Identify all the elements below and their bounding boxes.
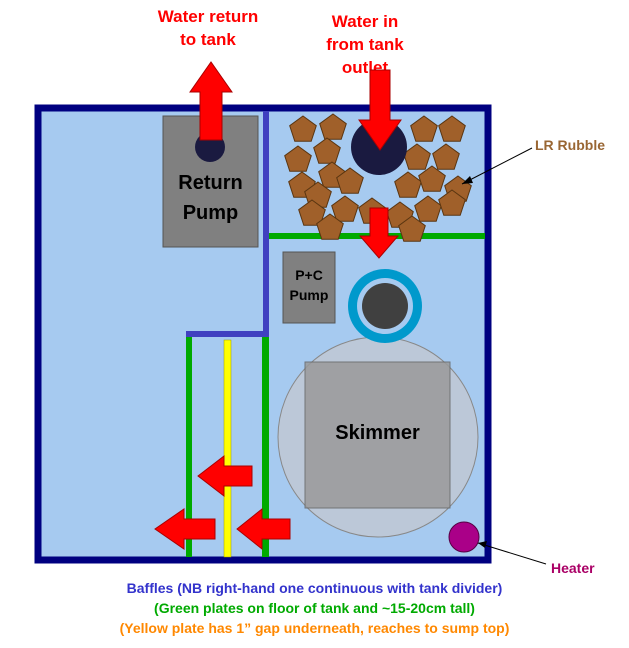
rubble-rock: [414, 195, 442, 222]
arrow-up-return: [189, 61, 233, 141]
rubble-rock: [432, 143, 460, 170]
water-return-label: Water return to tank: [157, 7, 259, 49]
caption-yellow-plate: (Yellow plate has 1” gap underneath, rea…: [119, 620, 510, 636]
skimmer-pattern: [304, 361, 451, 509]
heater: [448, 521, 480, 553]
pc-pump: [282, 251, 336, 324]
skimmer-label: Skimmer: [335, 422, 420, 444]
arrow-left-lower-left: [154, 508, 216, 550]
tank-divider-vertical: [263, 111, 269, 335]
heater-pointer-head: [478, 541, 487, 548]
rubble-rock: [289, 115, 317, 142]
rubble-rock: [319, 113, 347, 140]
skimmer-chamber: [362, 283, 408, 329]
arrow-left-upper: [197, 454, 253, 498]
rubble-rock: [438, 189, 466, 216]
heater-pointer: [477, 542, 547, 565]
pc-pump-label: P+C Pump: [289, 267, 329, 303]
lr-rubble-pointer-head: [462, 176, 473, 184]
divider-horizontal: [186, 331, 269, 337]
rubble-rock: [298, 199, 326, 226]
green-baffle-left: [186, 337, 192, 557]
lr-rubble-pointer: [461, 147, 533, 185]
rubble-rock: [418, 165, 446, 192]
arrow-down-inlet: [358, 69, 402, 151]
return-pump-label: Return Pump: [178, 172, 243, 224]
rubble-rock: [284, 145, 312, 172]
rubble-rock: [316, 213, 344, 240]
yellow-baffle: [223, 339, 232, 558]
lr-rubble-label: LR Rubble: [535, 137, 605, 153]
rubble-rock: [394, 171, 422, 198]
arrow-left-lower-right: [236, 507, 291, 551]
green-baffle-right: [262, 337, 269, 557]
rubble-rock: [313, 137, 341, 164]
rubble-rock: [410, 115, 438, 142]
caption-green-plates: (Green plates on floor of tank and ~15-2…: [154, 600, 475, 616]
lr-rubble: [284, 113, 472, 242]
caption-baffles: Baffles (NB right-hand one continuous wi…: [126, 580, 503, 596]
arrow-down-shelf: [358, 207, 400, 259]
rubble-rock: [336, 167, 364, 194]
heater-label: Heater: [551, 560, 595, 576]
rubble-rock: [438, 115, 466, 142]
rubble-rock: [398, 215, 426, 242]
rubble-rock: [331, 195, 359, 222]
